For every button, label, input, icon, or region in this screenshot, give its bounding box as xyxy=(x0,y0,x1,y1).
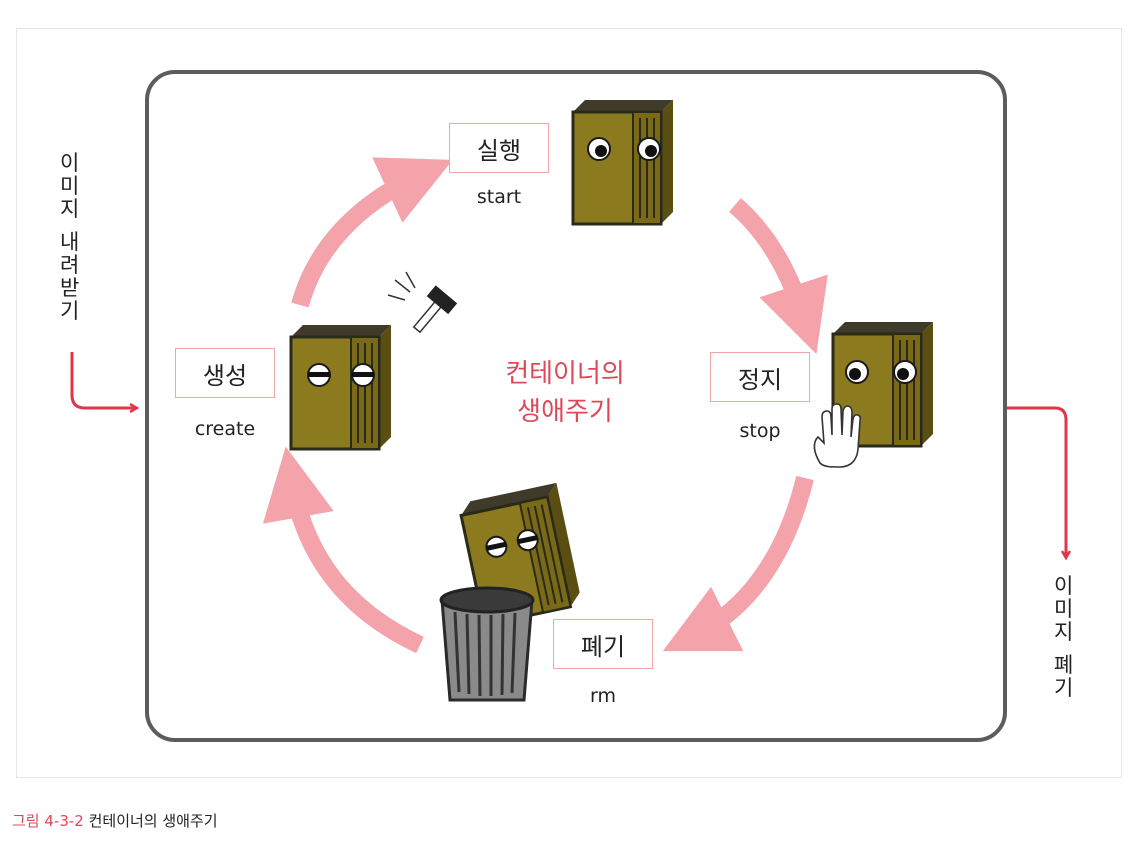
stage-create-command: create xyxy=(194,418,256,440)
stop-crate xyxy=(831,320,935,448)
hammer-icon xyxy=(412,285,458,334)
stage-create-label: 생성 xyxy=(175,348,275,398)
image-remove-char: 기 xyxy=(1054,676,1074,700)
image-pull-char: 받 xyxy=(60,276,80,300)
image-pull-char: 지 xyxy=(60,197,80,221)
image-remove-char: 지 xyxy=(1054,620,1074,644)
lifecycle-title-line2: 생애주기 xyxy=(517,397,613,427)
stage-start-command: start xyxy=(476,186,522,208)
stage-start-label: 실행 xyxy=(449,123,549,173)
figure-number: 그림 4-3-2 xyxy=(12,812,84,830)
create-crate xyxy=(289,323,393,451)
image-pull-char: 려 xyxy=(60,253,80,277)
lifecycle-title-line1: 컨테이너의 xyxy=(505,359,625,389)
image-pull-char: 기 xyxy=(60,299,80,323)
lifecycle-title: 컨테이너의 생애주기 xyxy=(480,355,650,431)
figure-caption: 그림 4-3-2 컨테이너의 생애주기 xyxy=(12,810,218,831)
stage-remove-command: rm xyxy=(590,685,616,707)
removed-crate xyxy=(457,481,584,627)
image-remove-char: 미 xyxy=(1054,597,1074,621)
arrow-remove-to-create xyxy=(262,446,424,654)
impact-lines-icon xyxy=(387,271,416,301)
stage-stop-command: stop xyxy=(739,420,781,442)
image-pull-char: 미 xyxy=(60,174,80,198)
image-pull-char: 내 xyxy=(60,230,80,254)
lifecycle-frame xyxy=(145,70,1007,742)
arrow-create-to-start xyxy=(291,157,453,308)
arrow-start-to-stop xyxy=(729,198,828,355)
trash-can-icon xyxy=(439,586,535,702)
hand-stop-icon xyxy=(813,403,862,468)
start-crate xyxy=(571,98,675,226)
image-pull-label: 이 미 지 내 려 받 기 xyxy=(60,152,79,323)
image-pull-arrow xyxy=(70,352,137,408)
stage-stop-label: 정지 xyxy=(710,352,810,402)
image-remove-label: 이 미 지 폐 기 xyxy=(1054,575,1073,700)
image-remove-char: 이 xyxy=(1054,574,1074,598)
figure-caption-text: 컨테이너의 생애주기 xyxy=(88,812,218,830)
image-pull-char: 이 xyxy=(60,151,80,175)
figure-frame xyxy=(16,28,1122,778)
stage-remove-label: 폐기 xyxy=(553,619,653,669)
image-remove-char: 폐 xyxy=(1054,653,1074,677)
arrow-stop-to-remove xyxy=(662,475,814,652)
image-remove-arrow xyxy=(1007,406,1066,558)
